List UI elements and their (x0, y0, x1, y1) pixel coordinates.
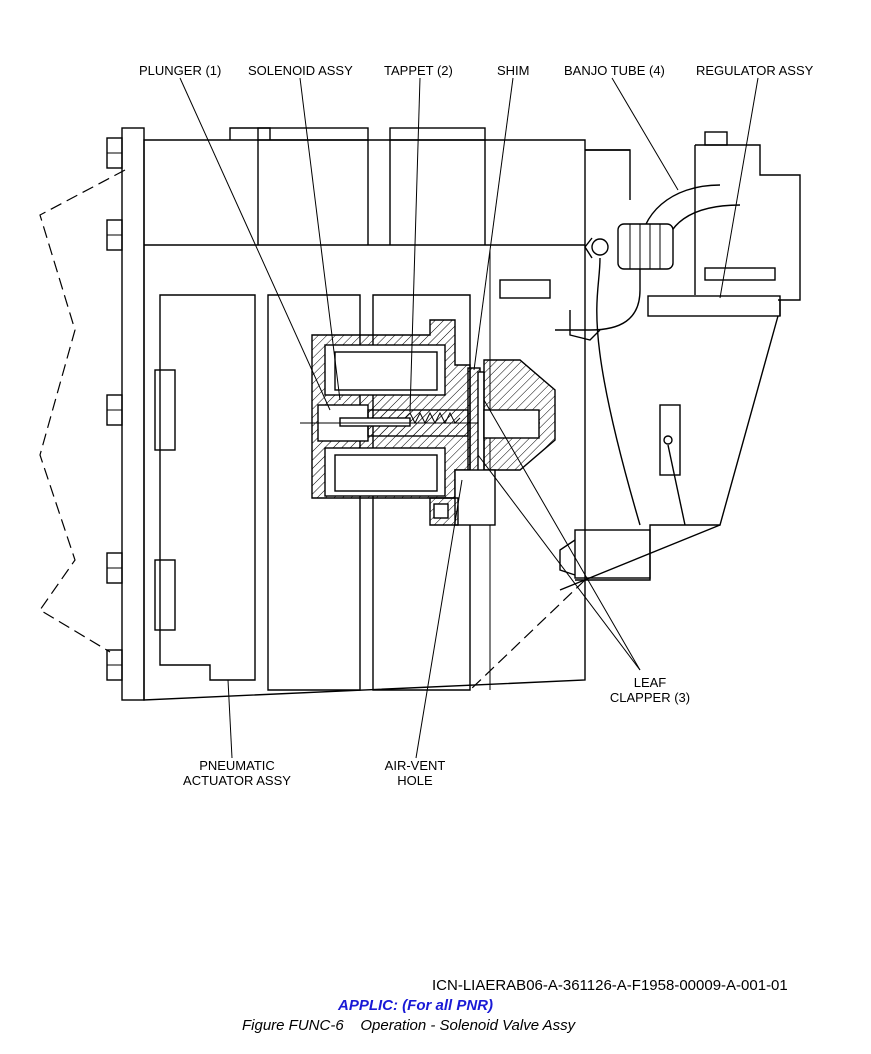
applicability: APPLIC: (For all PNR) (338, 997, 494, 1014)
label-banjo-tube: BANJO TUBE (4) (564, 63, 665, 78)
label-leaf-clapper-line1: LEAF (634, 675, 667, 690)
label-shim: SHIM (497, 63, 530, 78)
label-regulator-assy: REGULATOR ASSY (696, 63, 814, 78)
label-tappet: TAPPET (2) (384, 63, 453, 78)
break-line (39, 169, 126, 653)
label-leaf-clapper-line2: CLAPPER (3) (610, 690, 690, 705)
icn-code: ICN-LIAERAB06-A-361126-A-F1958-00009-A-0… (432, 977, 788, 994)
pneumatic-actuator-body (143, 127, 631, 701)
regulator-assy (469, 131, 801, 691)
leader-lines (179, 77, 759, 759)
banjo-tube (499, 184, 741, 526)
figure-caption: Figure FUNC-6 Operation - Solenoid Valve… (242, 1017, 576, 1034)
label-air-vent-line2: HOLE (397, 773, 433, 788)
solenoid-valve-diagram: PLUNGER (1) SOLENOID ASSY TAPPET (2) SHI… (39, 63, 814, 788)
label-air-vent-line1: AIR-VENT (385, 758, 446, 773)
label-plunger: PLUNGER (1) (139, 63, 221, 78)
label-pneumatic-line2: ACTUATOR ASSY (183, 773, 291, 788)
solenoid-assy (300, 319, 556, 526)
label-solenoid-assy: SOLENOID ASSY (248, 63, 353, 78)
label-pneumatic-line1: PNEUMATIC (199, 758, 275, 773)
actuator-flange (106, 127, 145, 701)
